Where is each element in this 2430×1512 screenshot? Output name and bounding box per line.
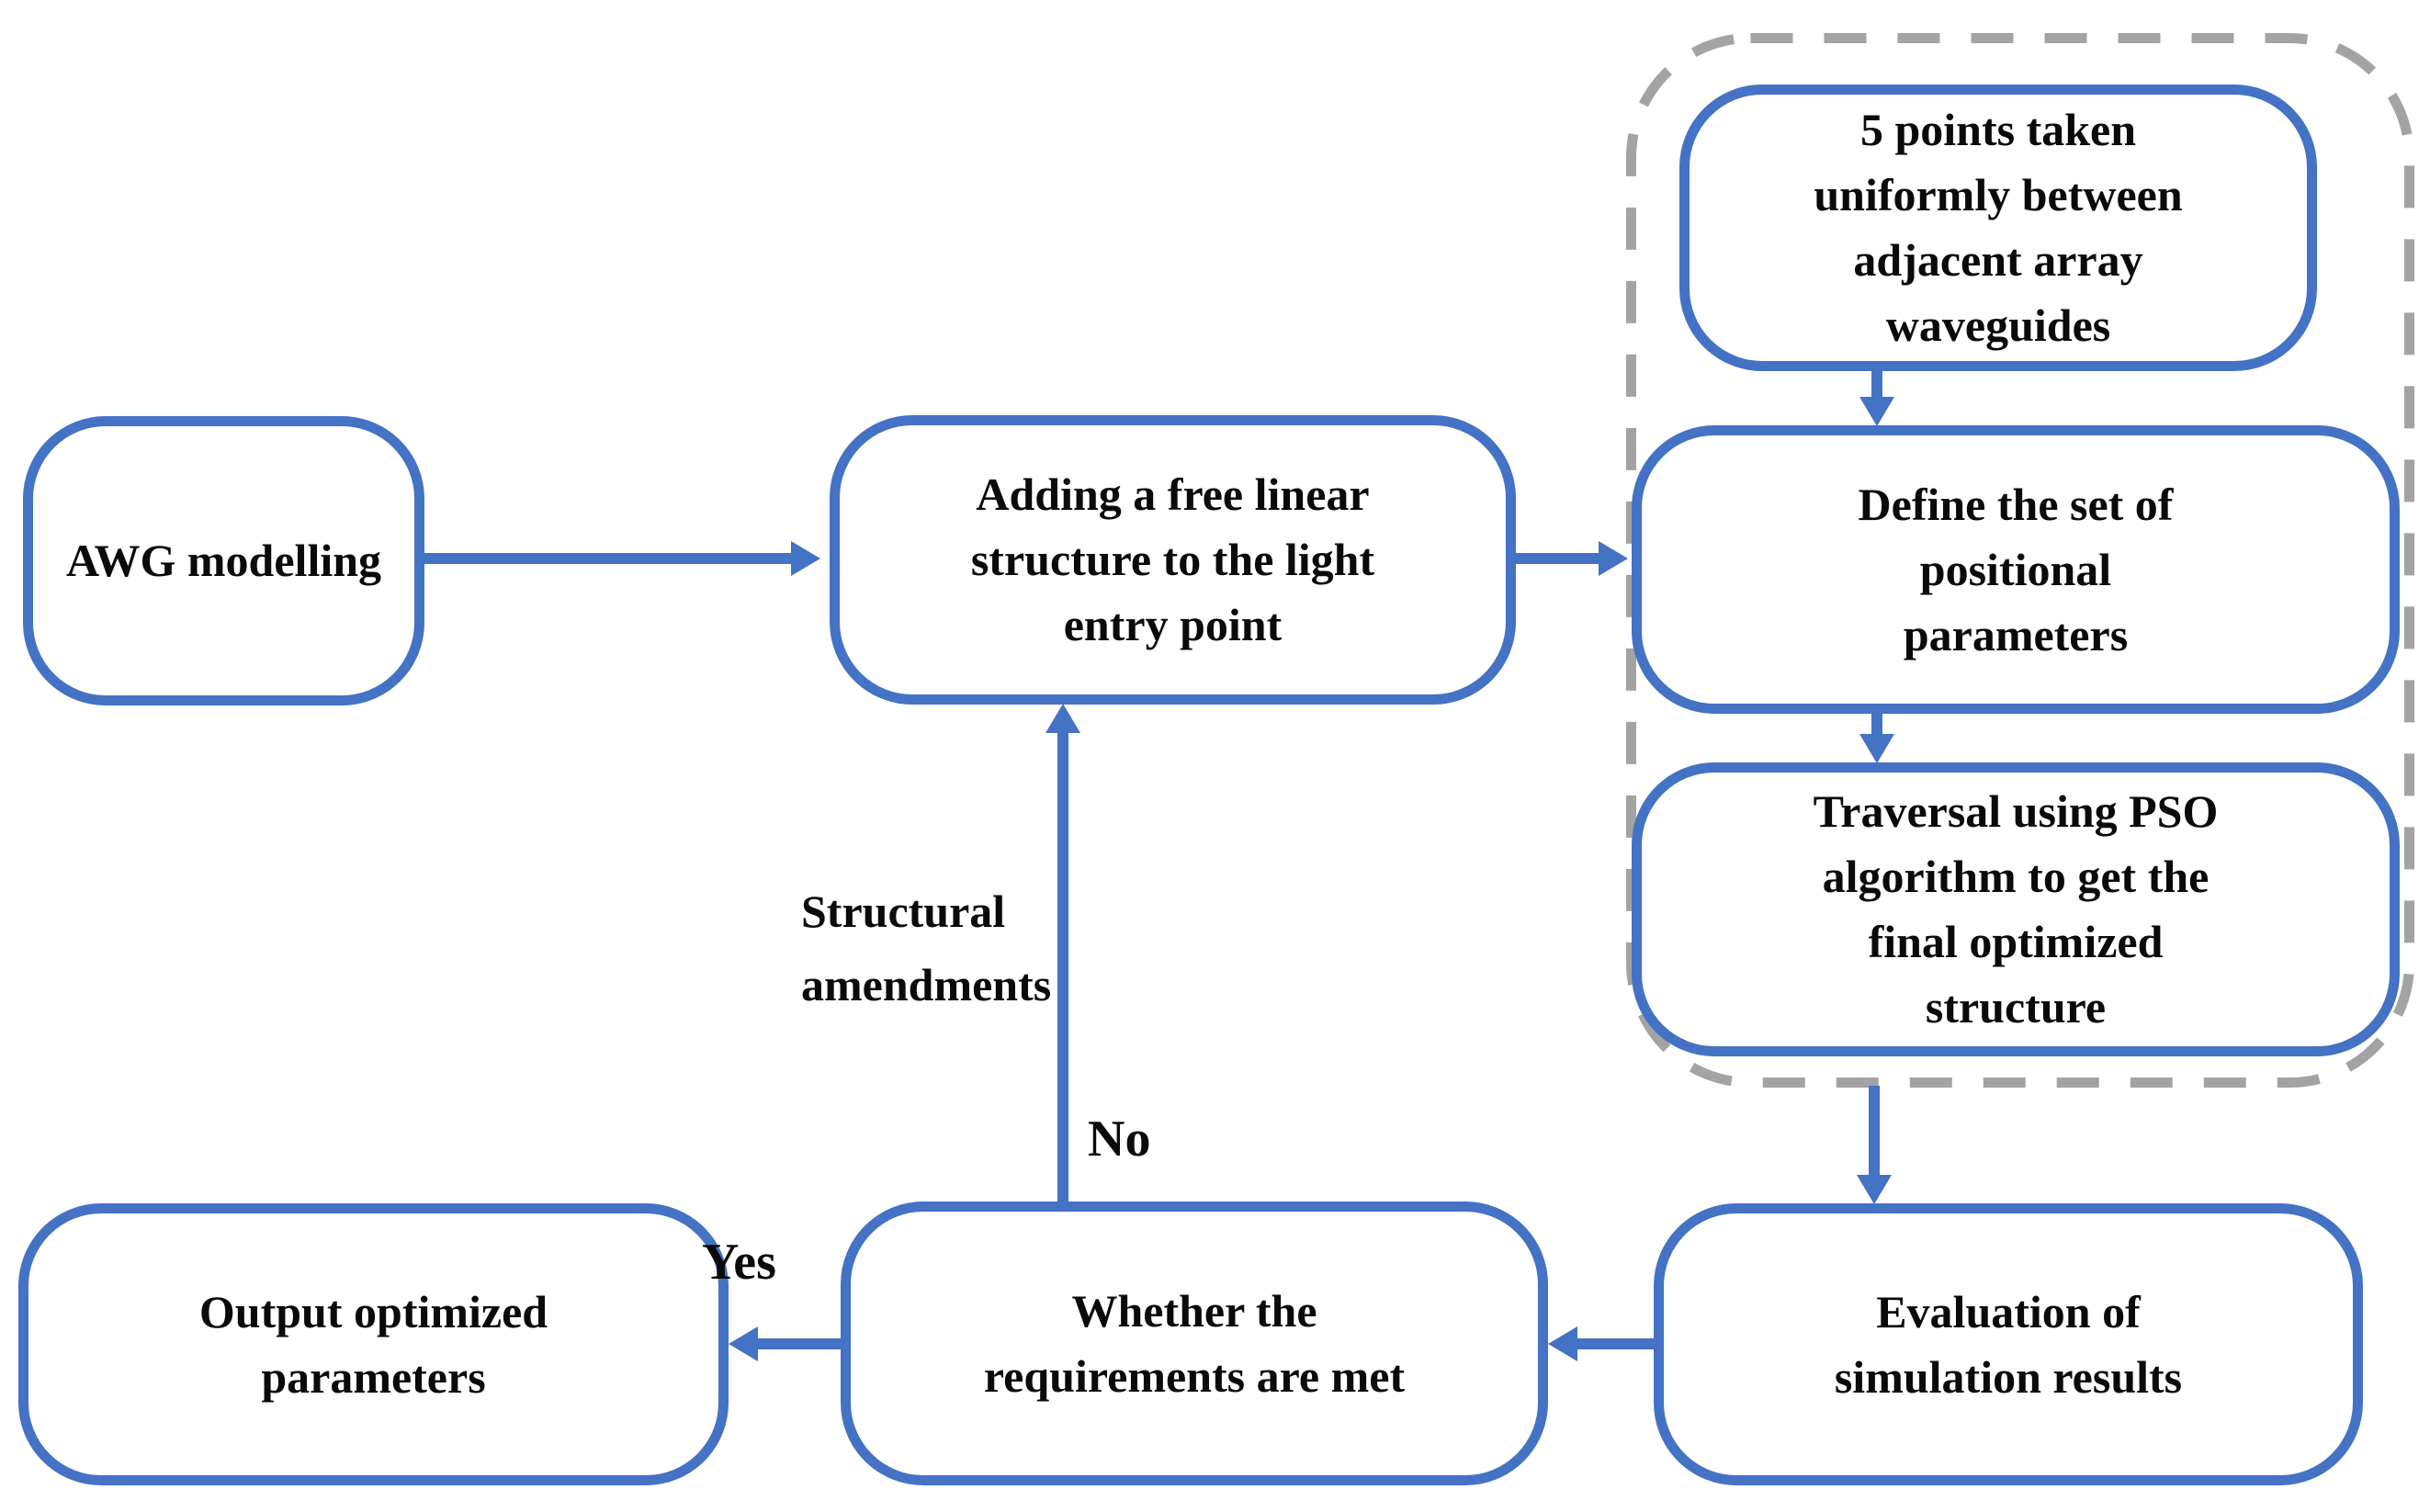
node-requirements-decision: Whether the requirements are met bbox=[841, 1202, 1548, 1485]
pso-group-dashed-container bbox=[1626, 33, 2414, 1088]
node-awg-modelling: AWG modelling bbox=[23, 416, 424, 705]
node-adding-free-linear-structure: Adding a free linear structure to the li… bbox=[830, 415, 1516, 705]
edge-label-yes: Yes bbox=[702, 1234, 776, 1291]
arrowhead-down-icon bbox=[1859, 734, 1894, 763]
arrowhead-down-icon bbox=[1859, 397, 1894, 426]
arrowhead-down-icon bbox=[1857, 1175, 1892, 1204]
node-traversal-pso-algorithm: Traversal using PSO algorithm to get the… bbox=[1632, 762, 2400, 1056]
arrowhead-up-icon bbox=[1045, 704, 1080, 733]
node-define-positional-parameters: Define the set of positional parameters bbox=[1632, 425, 2400, 714]
arrowhead-left-icon bbox=[1548, 1326, 1577, 1361]
arrowhead-right-icon bbox=[791, 541, 820, 576]
node-output-optimized-parameters: Output optimized parameters bbox=[18, 1203, 729, 1485]
node-five-points-taken: 5 points taken uniformly between adjacen… bbox=[1679, 85, 2317, 371]
node-evaluation-simulation-results: Evaluation of simulation results bbox=[1654, 1203, 2363, 1485]
arrowhead-right-icon bbox=[1599, 541, 1628, 576]
edge-label-no: No bbox=[1088, 1111, 1151, 1168]
arrowhead-left-icon bbox=[729, 1326, 758, 1361]
edge-label-structural-amendments: Structural amendments bbox=[801, 886, 1052, 1010]
